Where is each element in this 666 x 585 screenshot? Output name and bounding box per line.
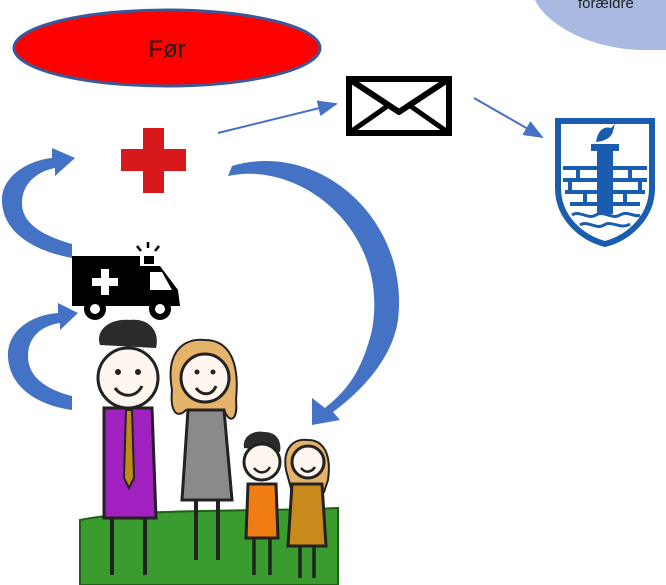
family-illustration [79,319,339,585]
ambulance-icon [72,242,180,320]
note-label: forældre [578,0,634,12]
boy-figure [242,431,282,575]
girl-figure [284,438,330,578]
red-cross-icon [121,128,186,193]
arrow-envelope-to-crest [473,97,544,138]
note-bubble [535,0,666,50]
parents-note: forældre [535,0,666,50]
title-ellipse: Før [12,8,322,88]
title-shape [12,8,322,88]
arrow-family-to-ambulance [8,303,78,410]
arrow-cross-to-family [228,161,400,425]
coat-of-arms-icon [555,118,655,248]
arrow-ambulance-to-cross [2,148,75,258]
mother-figure [169,338,238,560]
envelope-icon [346,76,452,136]
arrow-cross-to-envelope [217,100,338,134]
title-label: Før [148,36,185,63]
father-figure [96,319,160,575]
